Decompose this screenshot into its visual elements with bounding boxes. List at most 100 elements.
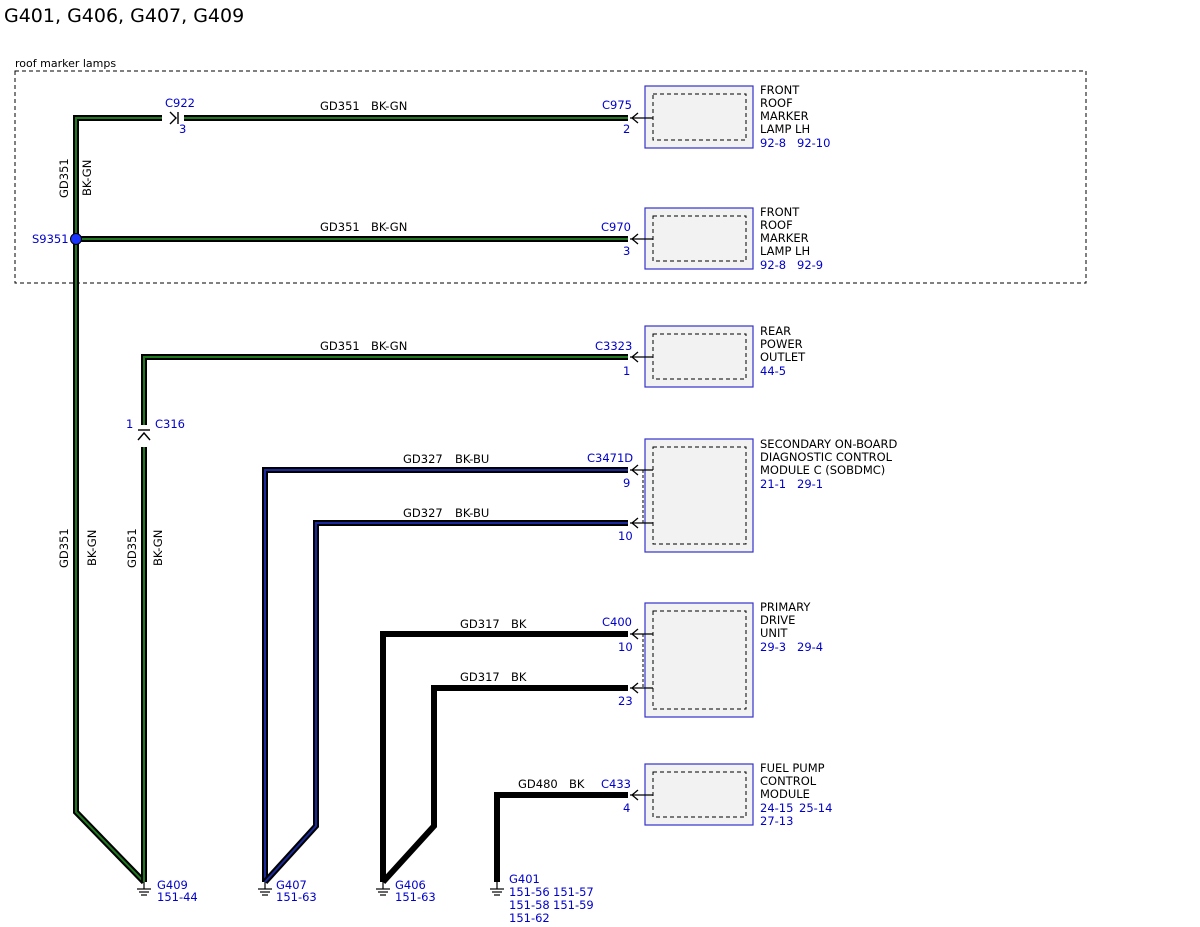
connector-c3471d-pin: 10 [618,529,633,543]
component-label: LAMP LH [760,244,810,258]
connector-c3471d-pin: 9 [623,476,630,490]
wire-gd480 [494,792,628,882]
connector-c400-label: C400 [602,615,632,629]
page-title: G401, G406, G407, G409 [4,5,244,27]
connector-c433-pin: 4 [623,801,630,815]
wire-gd327-pin9 [262,467,628,882]
connector-c3471d-label: C3471D [587,451,633,465]
component-label: SECONDARY ON-BOARD [760,437,897,451]
wire-main-vertical [73,115,162,885]
ground-g409-label: G409 [157,878,188,892]
wire-color-label: BK-BU [455,452,489,466]
connector-c970-label: C970 [601,220,631,234]
group-label: roof marker lamps [15,57,116,70]
component-label: FUEL PUMP [760,761,825,775]
component-ref[interactable]: 27-13 [760,814,793,828]
ground-g407-label: G407 [276,878,307,892]
component-label: FRONT [760,83,800,97]
connector-c316-pin: 1 [126,417,133,431]
ground-ref[interactable]: 151-57 [553,885,594,899]
wire-color-label: BK [511,670,527,684]
component-label: MODULE [760,787,810,801]
component-ref[interactable]: 29-3 [760,640,786,654]
component-ref[interactable]: 21-1 [760,477,786,491]
roof-marker-lamps-group [14,70,1087,284]
component-ref[interactable]: 92-8 [760,258,786,272]
component-label: CONTROL [760,774,817,788]
component-ref[interactable]: 24-15 [760,801,793,815]
connector-c922-pin: 3 [179,122,186,136]
ground-g409-icon [137,882,151,896]
component-label: ROOF [760,96,793,110]
ground-ref[interactable]: 151-59 [553,898,594,912]
component-label: ROOF [760,218,793,232]
component-label: PRIMARY [760,600,811,614]
connector-c400-pin: 23 [618,694,633,708]
wire-circuit-label: GD327 [403,506,443,520]
component-label: UNIT [760,626,788,640]
wire-circuit-label: GD351 [320,220,360,234]
connector-c3323-pin: 1 [623,364,630,378]
ground-ref[interactable]: 151-56 [509,885,550,899]
component-primary-drive-unit [630,602,754,718]
wire-color-label-vertical: BK-GN [151,530,165,566]
wire-circuit-label: GD327 [403,452,443,466]
wire-color-label-vertical: BK-GN [80,160,94,196]
splice-label: S9351 [32,232,69,246]
ground-g401-label: G401 [509,872,540,886]
wire-gd317-pin23 [380,685,628,885]
component-ref[interactable]: 25-14 [799,801,832,815]
component-label: MODULE C (SOBDMC) [760,463,885,477]
component-ref[interactable]: 92-9 [797,258,823,272]
component-label: DRIVE [760,613,795,627]
wire-gd327-pin10 [262,520,628,885]
component-ref[interactable]: 29-4 [797,640,823,654]
wire-gd317-pin10 [380,631,628,882]
connector-c970-pin: 3 [623,244,630,258]
wire-color-label: BK-GN [371,339,407,353]
component-ref[interactable]: 44-5 [760,364,786,378]
ground-ref[interactable]: 151-58 [509,898,550,912]
wire-color-label: BK-GN [371,220,407,234]
connector-c975-label: C975 [602,98,632,112]
wire-circuit-label: GD351 [320,339,360,353]
wire-color-label-vertical: BK-GN [85,530,99,566]
component-fuel-pump-control-module [630,763,754,826]
connector-c316-label: C316 [155,417,185,431]
wire-color-label: BK [511,617,527,631]
wire-circuit-label: GD317 [460,617,500,631]
ground-ref[interactable]: 151-44 [157,890,198,904]
component-label: REAR [760,324,791,338]
ground-ref[interactable]: 151-63 [395,890,436,904]
component-ref[interactable]: 92-10 [797,136,830,150]
ground-g406-icon [376,882,390,896]
component-label: MARKER [760,231,809,245]
component-front-roof-marker-lamp-1 [630,85,754,149]
connector-c975-pin: 2 [623,122,630,136]
wire-color-label: BK-GN [371,99,407,113]
component-label: DIAGNOSTIC CONTROL [760,450,893,464]
connector-c316 [137,429,151,441]
ground-ref[interactable]: 151-62 [509,911,550,925]
wire-circuit-label-vertical: GD351 [57,158,71,198]
wire-circuit-label: GD317 [460,670,500,684]
connector-c3323-label: C3323 [595,339,632,353]
connector-c922-label: C922 [165,96,195,110]
wire-color-label: BK [569,777,585,791]
ground-g407-icon [258,882,272,896]
wire-circuit-label: GD480 [518,777,558,791]
splice-dot [70,233,82,245]
component-ref[interactable]: 92-8 [760,136,786,150]
connector-c400-pin: 10 [618,640,633,654]
ground-ref[interactable]: 151-63 [276,890,317,904]
component-label: FRONT [760,205,800,219]
connector-c922 [169,111,179,125]
wire-circuit-label-vertical: GD351 [125,528,139,568]
component-front-roof-marker-lamp-2 [630,207,754,270]
component-sobdmc [630,438,754,553]
wire-c3323-c316 [141,354,628,882]
component-rear-power-outlet [630,325,754,388]
component-ref[interactable]: 29-1 [797,477,823,491]
component-label: LAMP LH [760,122,810,136]
